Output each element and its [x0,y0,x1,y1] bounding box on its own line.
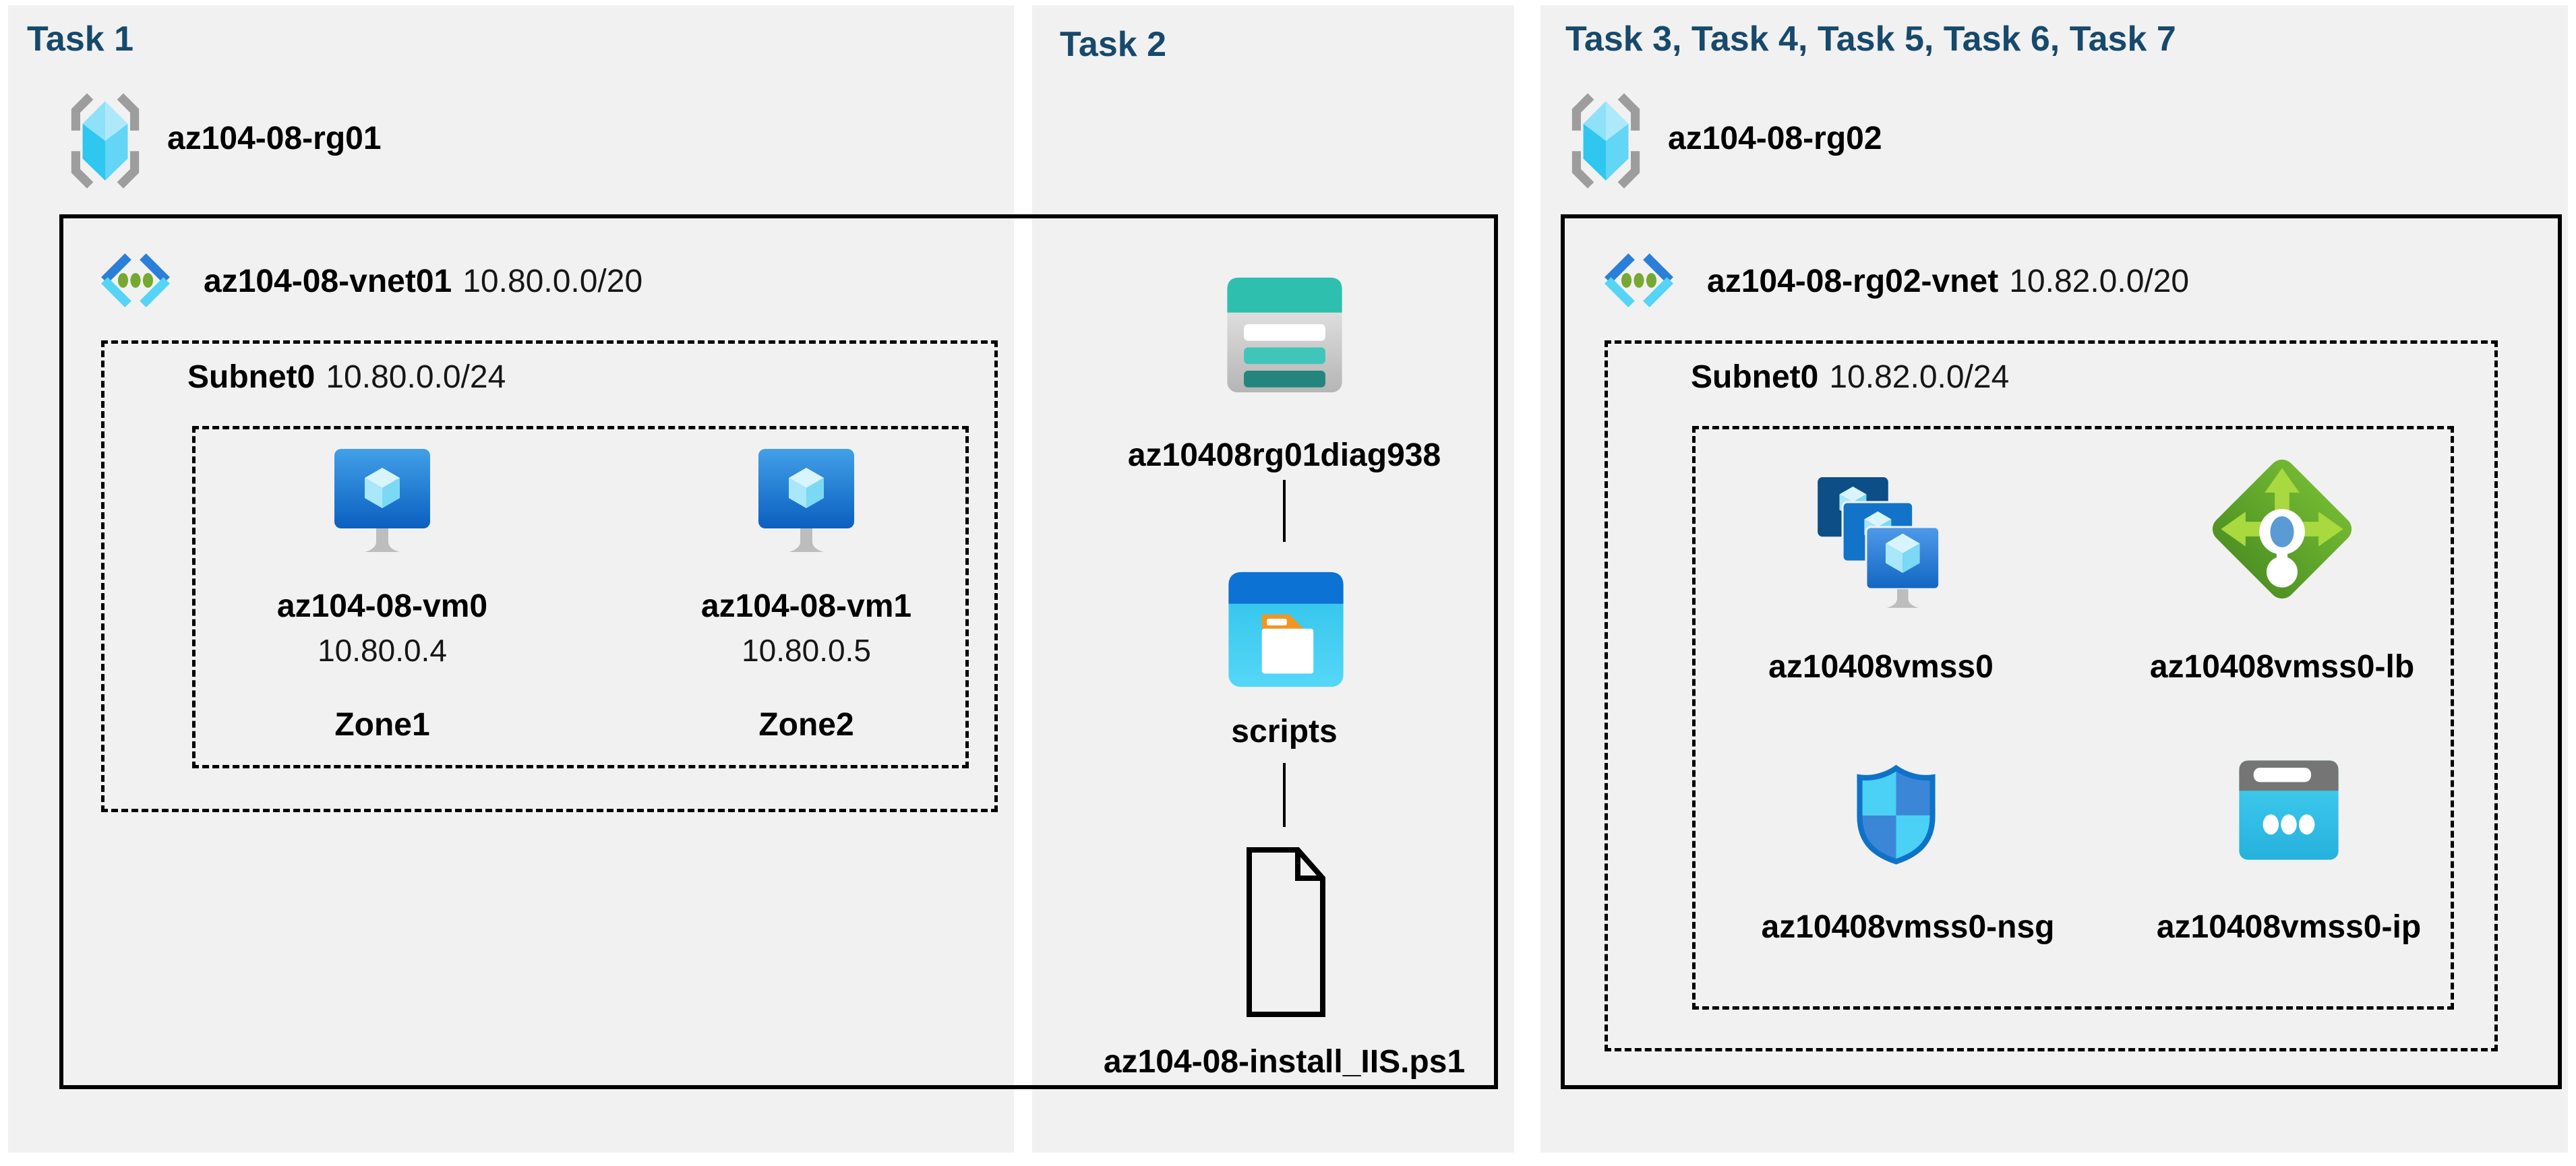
script-file-icon [1244,844,1328,1020]
vnet1-label: az104-08-vnet01 10.80.0.0/20 [204,263,642,300]
vmss-label: az10408vmss0 [1768,649,1994,685]
blob-container-icon [1224,563,1348,696]
vm1-ip: 10.80.0.5 [742,633,871,668]
vmss-resources-box [1692,426,2454,1010]
network-security-group-icon [1851,741,1942,888]
vm1-name: az104-08-vm1 [700,588,912,624]
public-ip-icon [2235,756,2343,864]
container-label: scripts [1231,714,1338,749]
resource-group-label: az104-08-rg02 [1668,120,1882,157]
subnet2-label: Subnet0 10.82.0.0/24 [1691,359,2009,396]
resource-group-icon [62,93,148,189]
vm0-ip: 10.80.0.4 [318,633,447,668]
availability-zones-box [192,426,969,768]
resource-group-name: az104-08-rg02 [1668,121,1882,156]
vnet1-name: az104-08-vnet01 [204,264,452,299]
task1-title: Task 1 [27,20,134,59]
vm0-zone: Zone1 [334,707,430,743]
resource-group-name: az104-08-rg01 [167,121,382,156]
virtual-machine-icon [756,446,857,571]
nsg-label: az10408vmss0-nsg [1761,909,2055,945]
load-balancer-icon [2205,445,2360,613]
storage-account-label: az10408rg01diag938 [1127,437,1441,473]
resource-group-icon [1563,93,1649,189]
vm-scale-set-icon [1814,453,1948,635]
task3-title: Task 3, Task 4, Task 5, Task 6, Task 7 [1565,20,2176,59]
task3-panel [1540,5,2568,1153]
subnet1-box [101,340,998,812]
subnet2-cidr: 10.82.0.0/24 [1829,359,2010,395]
storage-to-container-connector [1283,480,1286,542]
subnet1-label: Subnet0 10.80.0.0/24 [187,359,506,396]
virtual-network-icon [93,237,178,324]
subnet1-name: Subnet0 [187,359,316,395]
resource-group-label: az104-08-rg01 [167,120,382,157]
vnet1-boundary-box [59,214,1498,1089]
subnet2-name: Subnet0 [1691,359,1819,395]
public-ip-label: az10408vmss0-ip [2156,909,2422,945]
virtual-machine-icon [332,446,433,571]
vnet2-name: az104-08-rg02-vnet [1707,264,1999,299]
load-balancer-label: az10408vmss0-lb [2149,649,2415,685]
vnet2-cidr: 10.82.0.0/20 [2009,264,2190,299]
vm1-zone: Zone2 [758,707,854,743]
task1-panel [8,5,1014,1153]
vnet2-label: az104-08-rg02-vnet 10.82.0.0/20 [1707,263,2189,300]
vnet1-cidr: 10.80.0.0/20 [462,264,643,299]
subnet2-box [1605,340,2498,1051]
container-to-file-connector [1283,763,1286,827]
subnet1-cidr: 10.80.0.0/24 [326,359,506,395]
vm0-name: az104-08-vm0 [276,588,488,624]
virtual-network-icon [1596,237,1681,324]
script-file-label: az104-08-install_IIS.ps1 [1103,1044,1466,1080]
task2-title: Task 2 [1060,25,1167,64]
storage-account-icon [1222,268,1347,402]
vnet2-boundary-box [1561,214,2562,1089]
